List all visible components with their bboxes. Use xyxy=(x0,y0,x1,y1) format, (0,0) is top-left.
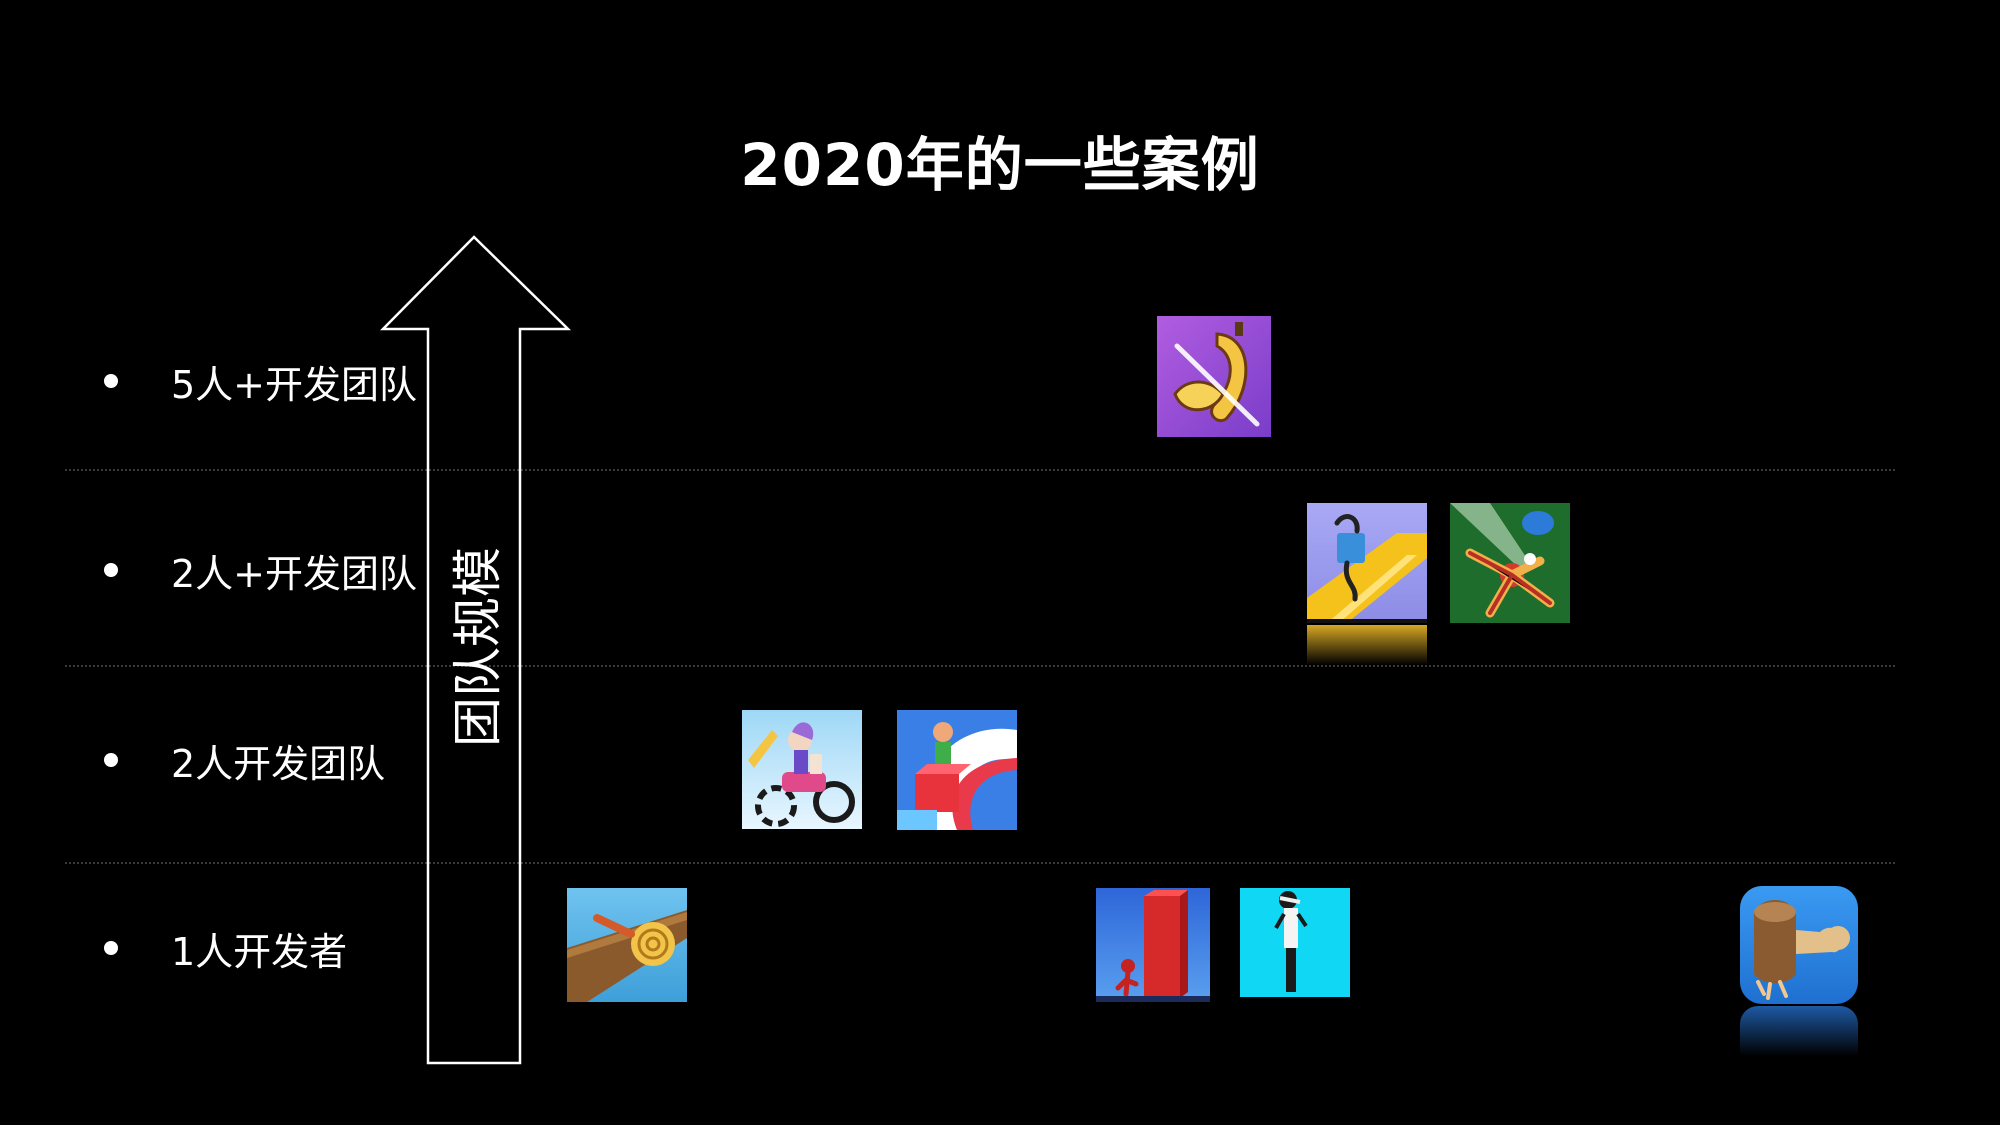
red-tower-climber-app-icon[interactable] xyxy=(1096,888,1210,1002)
cube-runner-reflection xyxy=(1307,625,1427,665)
tier-label: 5人+开发团队 xyxy=(171,362,418,407)
tier-2-dev-team: 2人开发团队 xyxy=(104,730,385,790)
slide-title: 2020年的一些案例 xyxy=(740,131,1260,199)
cube-runner-app-icon[interactable] xyxy=(1307,503,1427,623)
tier-divider xyxy=(65,469,1895,471)
tier-2plus-dev-team: 2人+开发团队 xyxy=(104,540,417,600)
spiral-roll-app-icon[interactable] xyxy=(567,888,687,1002)
tower-runner-app-icon[interactable] xyxy=(897,710,1017,830)
banana-slice-app-icon[interactable] xyxy=(1157,316,1271,437)
wood-turning-reflection xyxy=(1740,1006,1858,1056)
tier-label: 2人开发团队 xyxy=(171,741,386,786)
wood-turning-app-icon[interactable] xyxy=(1740,886,1858,1004)
axis-label: 团队规模 xyxy=(449,547,507,747)
ragdoll-dart-app-icon[interactable] xyxy=(1450,503,1570,623)
team-size-arrow xyxy=(380,235,572,1065)
bullet-icon xyxy=(104,374,118,388)
bullet-icon xyxy=(104,753,118,767)
bullet-icon xyxy=(104,563,118,577)
draw-rider-app-icon[interactable] xyxy=(742,710,862,829)
tier-5plus-dev-team: 5人+开发团队 xyxy=(104,351,417,411)
tier-divider xyxy=(65,862,1895,864)
tier-label: 1人开发者 xyxy=(171,929,348,974)
tier-solo-dev: 1人开发者 xyxy=(104,918,347,978)
bullet-icon xyxy=(104,941,118,955)
stretch-guy-app-icon[interactable] xyxy=(1240,888,1350,997)
tier-divider xyxy=(65,665,1895,667)
tier-label: 2人+开发团队 xyxy=(171,551,418,596)
